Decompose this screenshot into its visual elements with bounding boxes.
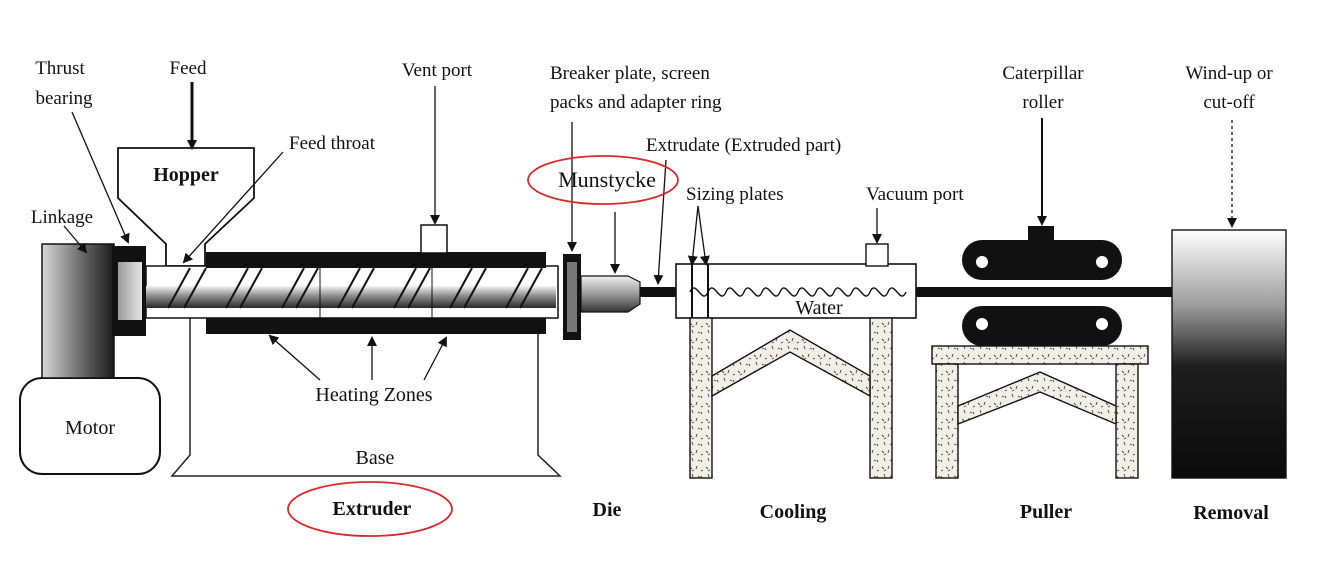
bearing-face [118, 262, 142, 320]
highlight-munstycke [527, 155, 679, 205]
label-hopper: Hopper [153, 164, 219, 186]
die [580, 275, 641, 313]
label-thrust-bearing-2: bearing [36, 88, 93, 109]
highlight-extruder [287, 481, 453, 537]
leader-lines [63, 82, 1237, 381]
label-windup-2: cut-off [1203, 92, 1255, 113]
label-linkage: Linkage [31, 207, 93, 228]
label-sizing-plates: Sizing plates [686, 184, 784, 205]
label-windup-1: Wind-up or [1185, 63, 1273, 84]
heater-band-bottom [206, 318, 546, 334]
section-cooling: Cooling [760, 501, 827, 523]
label-vacuum-port: Vacuum port [866, 184, 964, 205]
linkage [41, 243, 115, 379]
section-die: Die [593, 499, 622, 521]
removal-unit [1171, 229, 1287, 479]
label-caterpillar-2: roller [1022, 92, 1064, 113]
puller-stand [931, 345, 1149, 479]
caterpillar-roller [962, 226, 1122, 346]
screw-flights [167, 267, 543, 309]
heater-band-top [206, 252, 546, 268]
label-breaker-plate-2: packs and adapter ring [550, 92, 722, 113]
label-extrudate: Extrudate (Extruded part) [646, 135, 841, 156]
section-removal: Removal [1193, 502, 1269, 524]
label-thrust-bearing-1: Thrust [35, 58, 85, 79]
label-caterpillar-1: Caterpillar [1002, 63, 1084, 84]
label-feed: Feed [170, 58, 207, 79]
label-vent-port: Vent port [402, 60, 473, 81]
label-munstycke: Munstycke [558, 167, 656, 192]
label-breaker-plate-1: Breaker plate, screen [550, 63, 710, 84]
vent-port [420, 224, 448, 254]
screw-shaft [146, 286, 556, 308]
cooling-stand [689, 317, 893, 479]
vacuum-port [865, 243, 889, 267]
label-water: Water [795, 297, 843, 319]
water-wave [689, 287, 907, 297]
label-base: Base [356, 447, 395, 469]
section-puller: Puller [1020, 501, 1072, 523]
breaker-plate-face [567, 262, 577, 332]
label-motor: Motor [65, 417, 115, 439]
label-heating-zones: Heating Zones [315, 384, 432, 406]
section-extruder: Extruder [333, 498, 412, 520]
label-feed-throat: Feed throat [289, 133, 376, 154]
